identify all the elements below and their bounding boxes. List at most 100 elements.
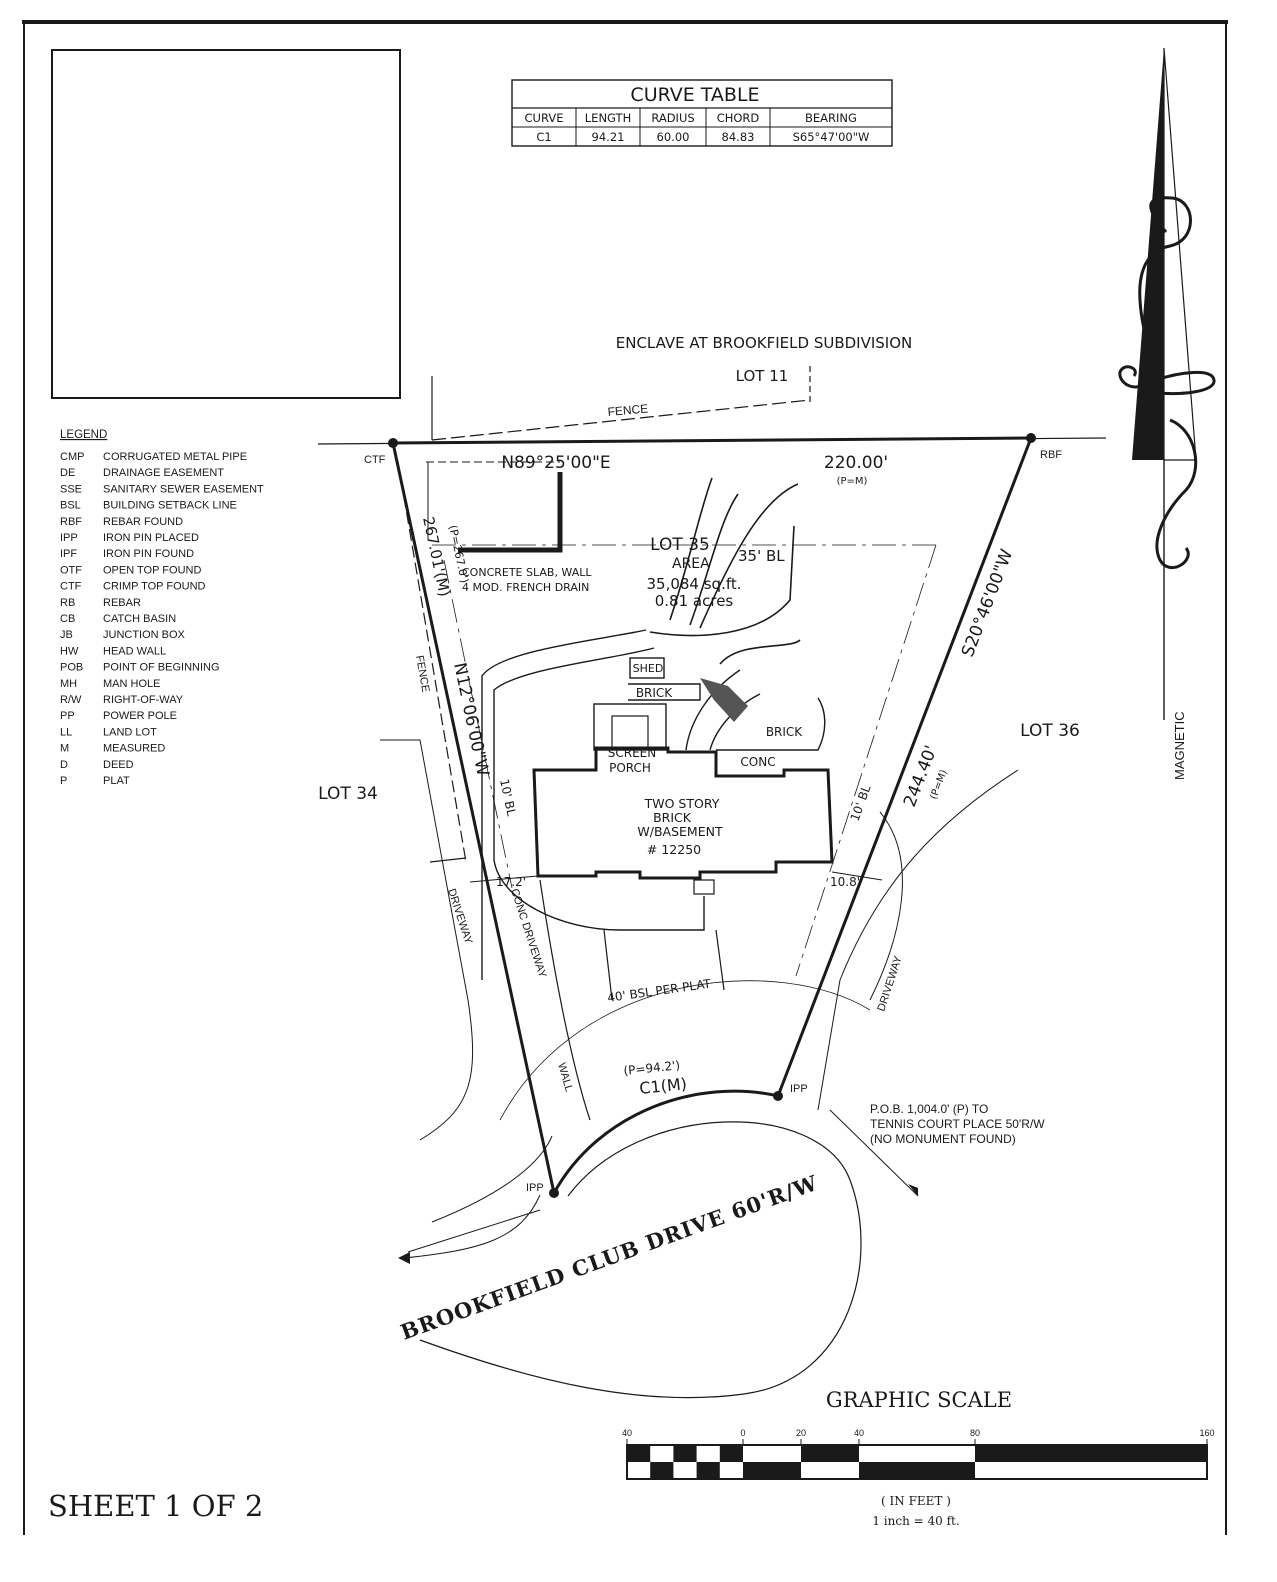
wall-label: WALL xyxy=(555,1062,575,1094)
dim-left: 17.2' xyxy=(496,875,526,889)
legend-desc: CRIMP TOP FOUND xyxy=(103,581,206,593)
conc-driveway-label: CONC DRIVEWAY xyxy=(508,887,548,980)
legend-abbr: SSE xyxy=(60,483,82,495)
legend-desc: MEASURED xyxy=(103,743,165,755)
fence-label-north: FENCE xyxy=(607,401,649,418)
curve-table-cell: C1 xyxy=(536,130,551,144)
corner-ipp-right: IPP xyxy=(790,1083,808,1095)
north-fence: FENCE xyxy=(431,366,811,441)
pob-line-2: TENNIS COURT PLACE 50'R/W xyxy=(870,1117,1045,1131)
north-reference: (P=M) xyxy=(837,476,868,487)
house-line-1: TWO STORY xyxy=(644,796,720,811)
screen-label: SCREEN xyxy=(608,746,656,760)
bl-top-label: 35' BL xyxy=(738,547,785,565)
legend-desc: DRAINAGE EASEMENT xyxy=(103,467,224,479)
driveway-left-label: DRIVEWAY xyxy=(445,887,474,946)
sheet-number: SHEET 1 OF 2 xyxy=(48,1489,263,1523)
ctf-monument-icon xyxy=(388,438,398,448)
property-boundary xyxy=(317,433,1107,1198)
curve-label: C1(M) xyxy=(638,1074,687,1098)
curve-table-title: CURVE TABLE xyxy=(630,84,759,106)
legend-desc: MAN HOLE xyxy=(103,678,160,690)
pob-line-1: P.O.B. 1,004.0' (P) TO xyxy=(870,1102,988,1116)
scale-segment xyxy=(650,1462,674,1479)
drain-note: 4 MOD. FRENCH DRAIN xyxy=(462,581,589,594)
legend-desc: POINT OF BEGINNING xyxy=(103,662,220,674)
curve-table-cell: 94.21 xyxy=(592,130,625,144)
scale-segment xyxy=(673,1445,697,1462)
legend-desc: REBAR FOUND xyxy=(103,516,183,528)
scale-tick-label: 40 xyxy=(854,1428,864,1438)
scale-tick-label: 160 xyxy=(1199,1428,1214,1438)
scale-segment xyxy=(696,1462,720,1479)
title-block-box xyxy=(51,49,401,399)
legend-desc: JUNCTION BOX xyxy=(103,629,186,641)
scale-unit: ( IN FEET ) xyxy=(881,1494,951,1508)
area-label: AREA xyxy=(672,556,710,572)
legend-desc: POWER POLE xyxy=(103,710,177,722)
curve-table: CURVE TABLE CURVE LENGTH RADIUS CHORD BE… xyxy=(511,79,893,147)
shed-label: SHED xyxy=(633,662,664,675)
lot-34-label: LOT 34 xyxy=(318,784,378,804)
curve-table-cell: 84.83 xyxy=(722,130,755,144)
scale-segment xyxy=(801,1445,859,1462)
legend-abbr: CB xyxy=(60,613,75,625)
curve-table-header: LENGTH xyxy=(585,111,631,125)
scale-segment xyxy=(859,1462,975,1479)
legend-desc: OPEN TOP FOUND xyxy=(103,564,201,576)
legend-abbr: D xyxy=(60,759,68,771)
legend-abbr: IPF xyxy=(60,548,77,560)
bsl-label: 40' BSL PER PLAT xyxy=(606,976,712,1004)
legend-abbr: HW xyxy=(60,645,79,657)
curve-table-cell: S65°47'00"W xyxy=(793,130,870,144)
house-line-2: BRICK xyxy=(653,810,692,825)
legend-abbr: CTF xyxy=(60,581,82,593)
scale-segment xyxy=(719,1445,743,1462)
ipp-left-icon xyxy=(549,1188,559,1198)
legend-abbr: MH xyxy=(60,678,77,690)
legend-abbr: P xyxy=(60,775,67,787)
curve-table-cell: 60.00 xyxy=(657,130,690,144)
fence-label-west: FENCE xyxy=(413,654,431,693)
lot-11-label: LOT 11 xyxy=(736,367,789,385)
driveway-right-label: DRIVEWAY xyxy=(875,954,904,1013)
corner-ctf: CTF xyxy=(364,454,386,466)
legend-desc: CORRUGATED METAL PIPE xyxy=(103,451,247,463)
scale-tick-label: 20 xyxy=(796,1428,806,1438)
graphic-scale: GRAPHIC SCALE ( IN FEET ) 1 inch = 40 ft… xyxy=(622,1388,1215,1528)
legend-abbr: R/W xyxy=(60,694,82,706)
bl-right-label: 10' BL xyxy=(848,783,874,823)
concrete-slab-wall: CONCRETE SLAB, WALL 4 MOD. FRENCH DRAIN xyxy=(426,461,592,594)
legend-desc: RIGHT-OF-WAY xyxy=(103,694,184,706)
subdivision-label: ENCLAVE AT BROOKFIELD SUBDIVISION xyxy=(616,334,913,352)
legend-title: LEGEND xyxy=(60,429,107,441)
curve-table-header: CURVE xyxy=(525,111,564,125)
area-sqft: 35,084 sq.ft. xyxy=(646,575,741,593)
area-acres: 0.81 acres xyxy=(655,592,734,610)
house-line-3: W/BASEMENT xyxy=(637,824,723,839)
corner-ipp-left: IPP xyxy=(526,1182,544,1194)
legend-abbr: DE xyxy=(60,467,75,479)
legend-abbr: BSL xyxy=(60,500,81,512)
rbf-monument-icon xyxy=(1026,433,1036,443)
brick-a-label: BRICK xyxy=(636,686,673,700)
scale-tick-label: 40 xyxy=(622,1428,632,1438)
legend-desc: LAND LOT xyxy=(103,726,157,738)
lot-36-label: LOT 36 xyxy=(1020,721,1080,741)
north-distance: 220.00' xyxy=(824,453,888,473)
slab-note: CONCRETE SLAB, WALL xyxy=(462,566,592,579)
curve-plat-length: (P=94.2') xyxy=(623,1058,681,1078)
legend-abbr: POB xyxy=(60,662,83,674)
brick-b-label: BRICK xyxy=(766,725,803,739)
west-bearing: N12°06'00"W xyxy=(449,661,493,778)
street-label: BROOKFIELD CLUB DRIVE 60'R/W xyxy=(397,1170,821,1345)
legend-abbr: RBF xyxy=(60,516,82,528)
legend-abbr: RB xyxy=(60,597,75,609)
curve-table-header: CHORD xyxy=(717,111,760,125)
pob-line-3: (NO MONUMENT FOUND) xyxy=(870,1132,1016,1146)
scale-segment xyxy=(627,1445,651,1462)
conc-label: CONC xyxy=(740,755,775,769)
bl-left-label: 10' BL xyxy=(497,778,519,818)
scale-title: GRAPHIC SCALE xyxy=(826,1388,1012,1412)
